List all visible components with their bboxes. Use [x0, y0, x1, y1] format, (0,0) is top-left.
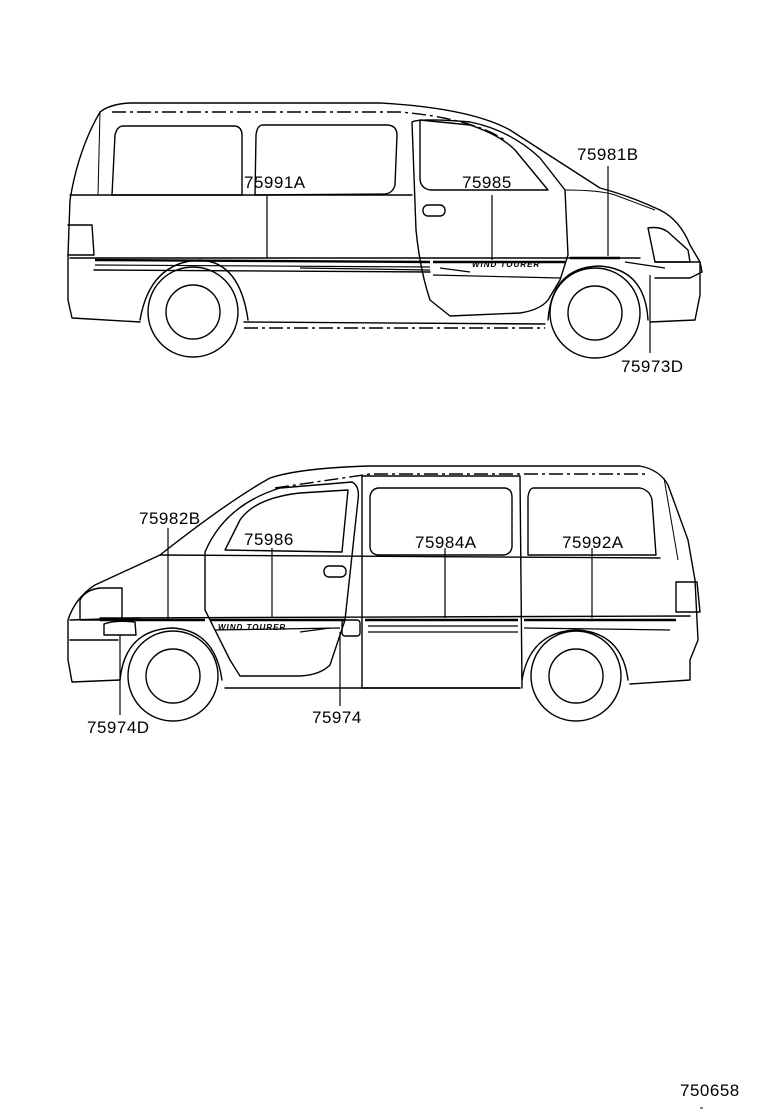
- van-right-side-drawing: WIND TOURER: [67, 102, 703, 359]
- van-left-side-drawing: WIND TOURER: [67, 465, 701, 722]
- callout-75992A[interactable]: 75992A: [562, 533, 624, 552]
- brand-decal-text-left: WIND TOURER: [218, 623, 286, 632]
- callout-75982B[interactable]: 75982B: [139, 509, 201, 528]
- callout-75974[interactable]: 75974: [312, 708, 362, 727]
- callout-75991A[interactable]: 75991A: [244, 173, 306, 192]
- callout-75974D[interactable]: 75974D: [87, 718, 150, 737]
- left-side-leaders: [119, 528, 593, 715]
- callout-75981B[interactable]: 75981B: [577, 145, 639, 164]
- callout-75973D[interactable]: 75973D: [621, 357, 684, 376]
- brand-decal-text-right: WIND TOURER: [472, 260, 540, 269]
- right-side-leaders: [266, 166, 651, 353]
- callout-75985[interactable]: 75985: [462, 173, 512, 192]
- callout-75984A[interactable]: 75984A: [415, 533, 477, 552]
- diagram-id: 750658: [680, 1081, 740, 1100]
- callout-75986[interactable]: 75986: [244, 530, 294, 549]
